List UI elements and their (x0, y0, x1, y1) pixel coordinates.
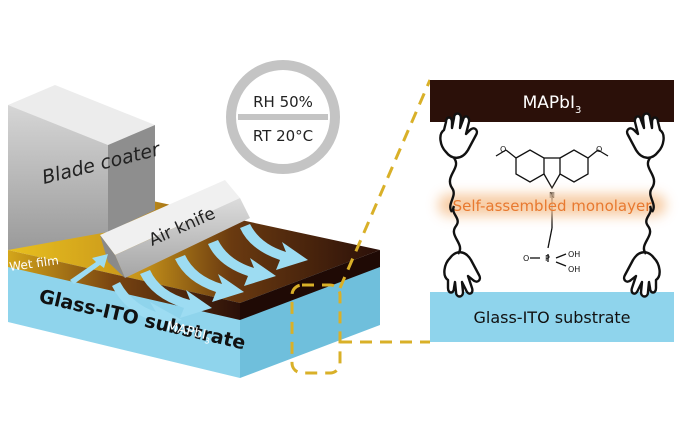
pyrrole-ring (543, 173, 561, 190)
substrate-layer-block (430, 292, 674, 342)
oxygen-atom-right: O (596, 145, 602, 154)
arm-line (448, 157, 458, 213)
oxygen-atom-left: O (500, 145, 506, 154)
wet-film-arrow (70, 254, 108, 284)
phosphorus-atom: P (545, 254, 550, 263)
substrate-side (240, 262, 380, 378)
hydroxyl-upper: OH (568, 250, 580, 259)
airflow-arrow (240, 224, 308, 270)
hand-icon (622, 251, 661, 298)
phosphoryl-oxygen: O (523, 254, 529, 263)
arm-lines (448, 157, 656, 255)
humidity-value: RH 50% (253, 93, 313, 111)
monolayer-glow (438, 194, 666, 216)
substrate-layer-label: Glass-ITO substrate (473, 308, 630, 327)
wet-film-label: Wet film (8, 253, 59, 274)
airflow-arrow (175, 255, 244, 302)
airflow-arrows (112, 224, 308, 330)
arm-line (451, 205, 462, 255)
airflow-arrow (140, 270, 212, 318)
hand-icon (439, 112, 665, 298)
zoom-indicator (290, 79, 432, 375)
hydroxyl-lower: OH (568, 265, 580, 274)
hand-icon (439, 112, 479, 159)
air-knife: Air knife (100, 180, 250, 278)
arm-line (642, 205, 653, 255)
airflow-arrow (208, 240, 276, 286)
zoom-region (290, 283, 342, 375)
blade-coater: Blade coater (8, 85, 163, 250)
hand-icon (625, 112, 665, 159)
arm-line (646, 157, 656, 213)
substrate-front (8, 262, 240, 378)
monolayer-label: Self-assembled monolayer (453, 197, 653, 215)
conditions-badge: RH 50% RT 20°C (226, 60, 340, 174)
airflow-arrow (112, 282, 182, 330)
interface-schematic: MAPbI3 Glass-ITO substrate N O O P O (430, 80, 674, 342)
temperature-value: RT 20°C (253, 127, 313, 145)
perovskite-layer-label: MAPbI3 (523, 93, 582, 116)
perovskite-layer-block (430, 80, 674, 122)
hand-icon (443, 251, 482, 298)
zoom-line-upper (338, 79, 432, 289)
